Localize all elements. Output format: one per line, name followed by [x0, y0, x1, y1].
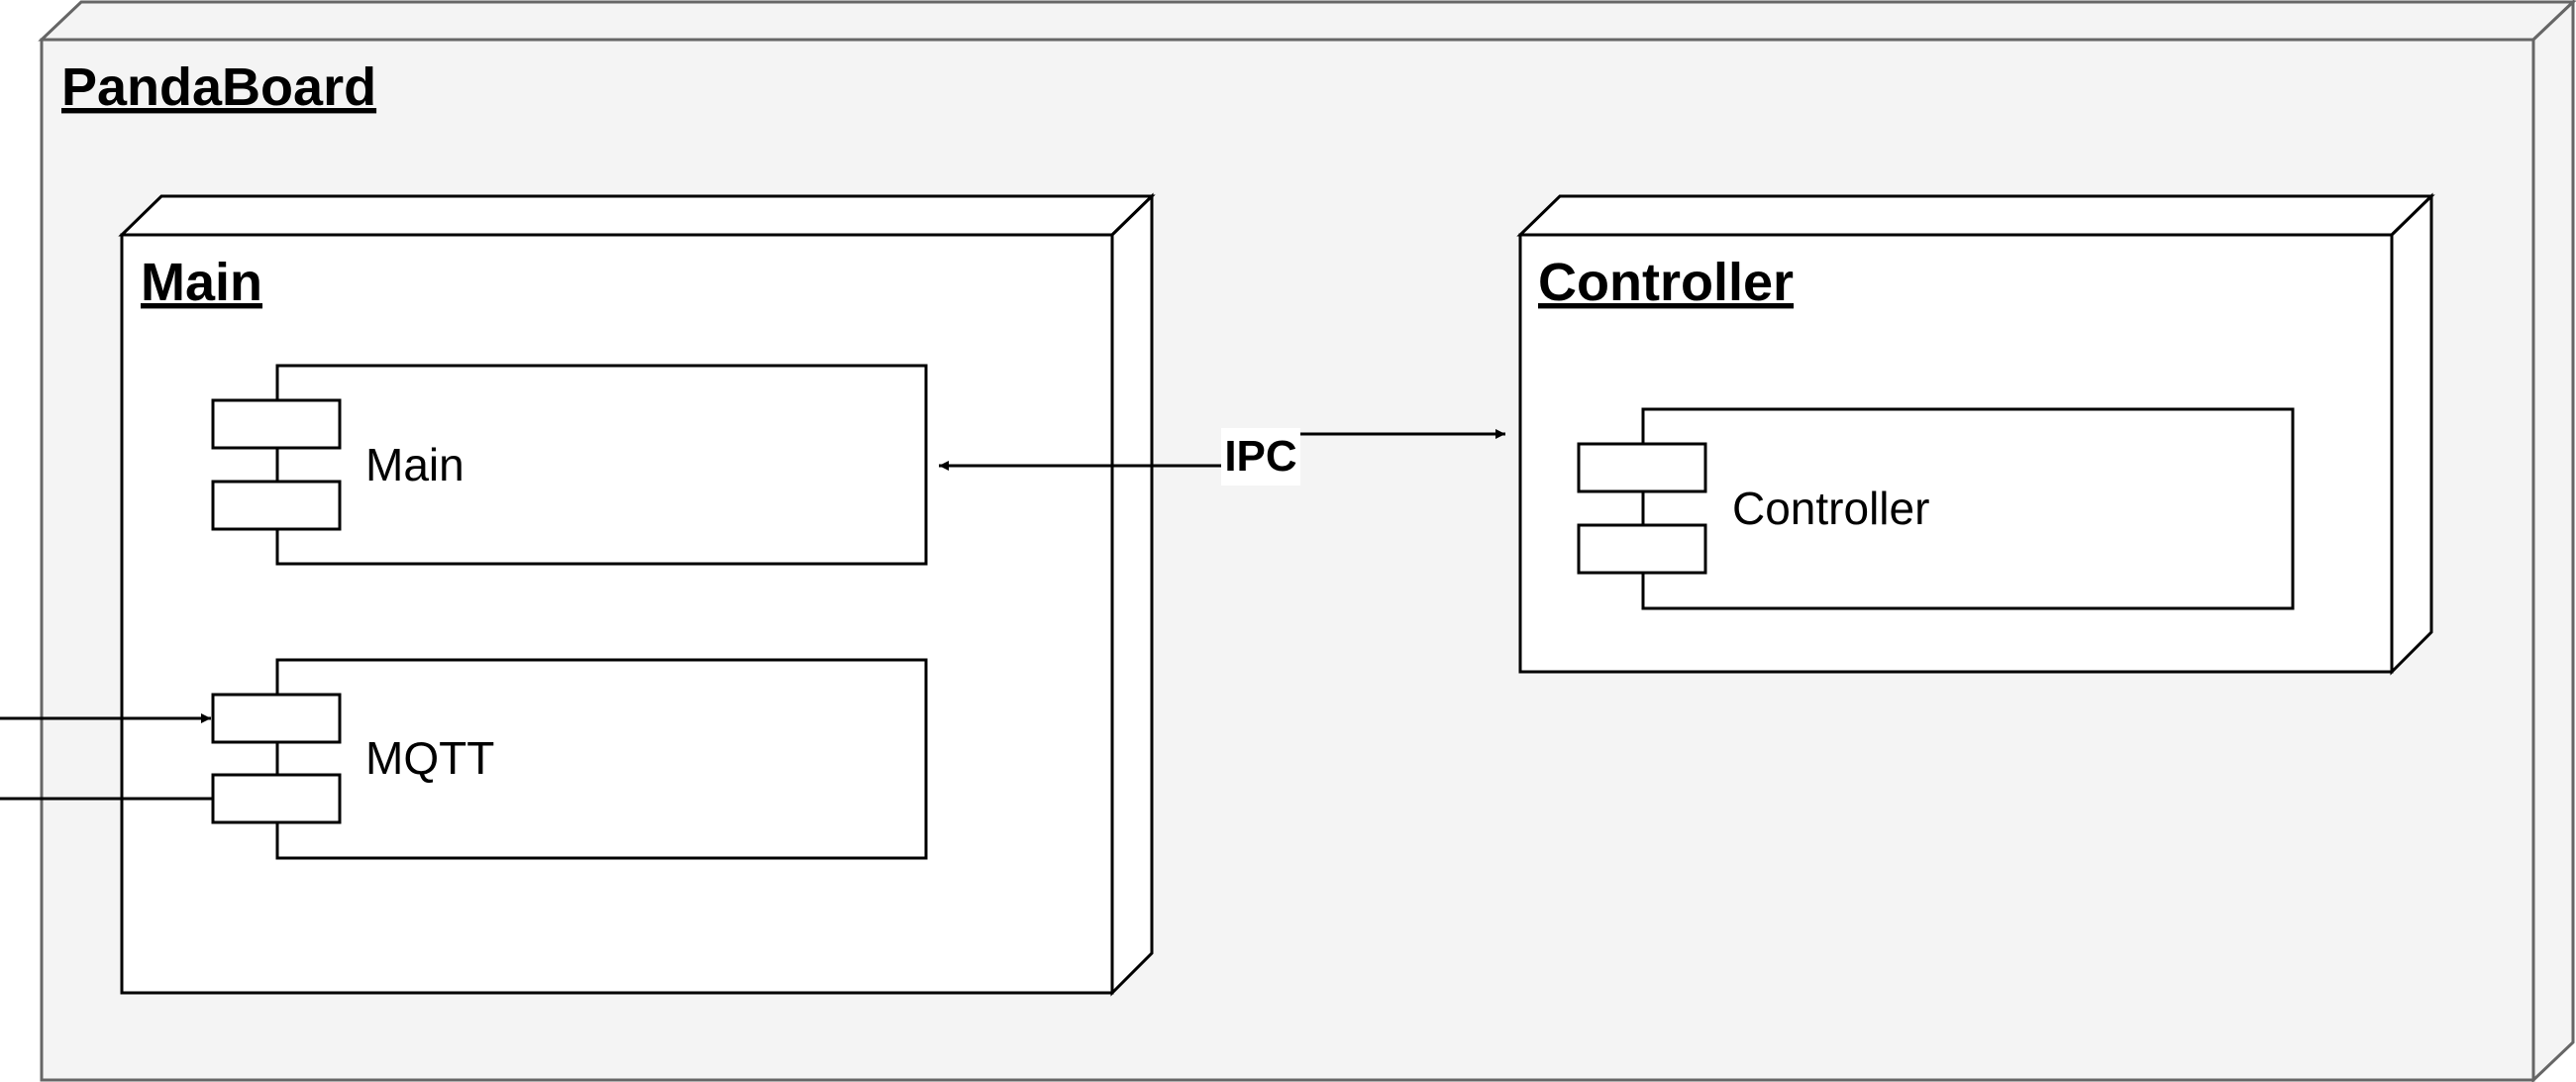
component-mqtt-body [275, 658, 928, 860]
edge-ipc-label-bg [1221, 428, 1300, 486]
component-mqtt-port-bottom [211, 773, 342, 824]
component-main-port-top [211, 398, 342, 450]
node-main-front-face [120, 233, 1114, 995]
component-controller-label: Controller [1732, 483, 1929, 534]
node-main-top-face [118, 194, 1156, 237]
component-controller-body [1641, 407, 2295, 610]
component-main-body [275, 364, 928, 566]
node-pandaboard-title: PandaBoard [61, 57, 376, 117]
node-pandaboard-top-face [38, 0, 2576, 42]
edge-ipc-label: IPC [1224, 432, 1296, 481]
component-controller-port-bottom [1577, 523, 1707, 575]
node-controller-top-face [1516, 194, 2435, 237]
node-controller-title: Controller [1538, 253, 1794, 312]
component-main-port-bottom [211, 480, 342, 531]
component-controller-port-top [1577, 442, 1707, 493]
node-controller[interactable]: Controller Controller [1516, 192, 2435, 676]
edge-external-mqtt[interactable] [0, 713, 213, 801]
node-main-title: Main [141, 253, 262, 312]
component-mqtt-port-top [211, 693, 342, 744]
node-main-side-face [1110, 192, 1154, 997]
node-controller-side-face [2390, 192, 2433, 676]
component-mqtt-label: MQTT [365, 732, 494, 784]
component-main-label: Main [365, 439, 464, 490]
node-pandaboard-side-face [2531, 0, 2575, 1082]
component-main[interactable]: Main [211, 364, 928, 566]
component-mqtt[interactable]: MQTT [211, 658, 928, 860]
component-controller[interactable]: Controller [1577, 407, 2295, 610]
edge-ipc[interactable]: IPC [939, 428, 1505, 486]
node-main[interactable]: Main Main MQTT [118, 192, 1156, 997]
